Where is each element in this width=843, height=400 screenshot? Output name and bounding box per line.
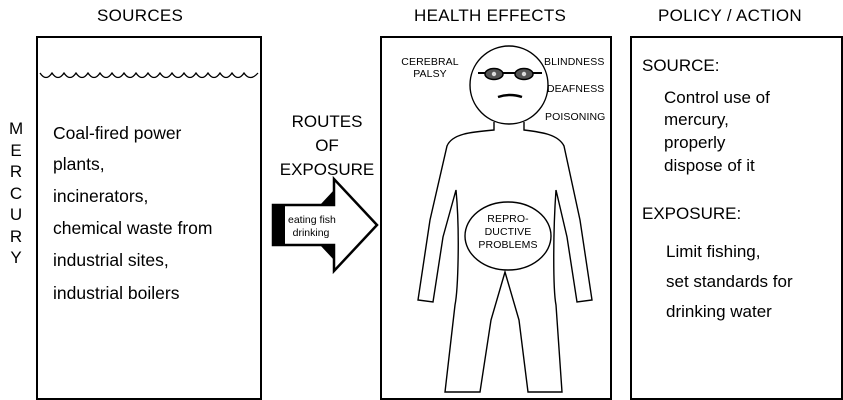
- source-line: industrial sites,: [53, 250, 169, 270]
- arrow-label-drinking: drinking: [292, 227, 330, 239]
- mouth: [497, 93, 523, 99]
- label-poisoning: POISONING: [545, 111, 606, 123]
- mercury-letter: M: [9, 119, 24, 138]
- policy-exposure-line: set standards for: [666, 272, 793, 291]
- policy-source-line: properly: [664, 133, 726, 152]
- policy-header: POLICY / ACTION: [658, 6, 803, 25]
- person-figure: [417, 45, 593, 393]
- label-reproductive-2: DUCTIVE: [484, 226, 532, 238]
- policy-source-line: mercury,: [664, 110, 729, 129]
- source-line: Coal-fired power: [53, 123, 182, 143]
- sources-header: SOURCES: [97, 6, 184, 25]
- routes-title-line: EXPOSURE: [279, 160, 375, 179]
- routes-title-line: OF: [315, 136, 339, 155]
- head-outline: [469, 45, 549, 125]
- label-palsy: PALSY: [413, 68, 447, 80]
- mercury-letter: R: [9, 226, 23, 246]
- policy-exposure-line: drinking water: [666, 302, 772, 321]
- mercury-vertical-label: M E R C U R Y: [9, 118, 23, 269]
- policy-box: [630, 36, 843, 400]
- label-blindness: BLINDNESS: [544, 56, 605, 68]
- body-outline: [417, 122, 593, 393]
- reproductive-ellipse: [464, 201, 552, 271]
- policy-source-title: SOURCE:: [642, 56, 720, 75]
- routes-arrow: [271, 175, 379, 275]
- sources-box: [36, 36, 262, 400]
- policy-source-line: Control use of: [664, 88, 770, 107]
- policy-source-line: dispose of it: [664, 156, 755, 175]
- routes-title-line: ROUTES: [291, 112, 363, 131]
- policy-exposure-line: Limit fishing,: [666, 242, 761, 261]
- label-cerebral: CEREBRAL: [401, 56, 459, 68]
- source-line: chemical waste from: [53, 218, 213, 238]
- mercury-letter: Y: [10, 248, 22, 267]
- water-waves: [39, 71, 259, 79]
- label-reproductive-1: REPRO-: [487, 213, 529, 225]
- mercury-letter: E: [10, 140, 22, 160]
- mercury-letter: U: [9, 205, 23, 224]
- mercury-letter: C: [9, 183, 23, 203]
- policy-exposure-title: EXPOSURE:: [642, 204, 742, 223]
- source-line: industrial boilers: [53, 283, 180, 303]
- arrow-label-eating: eating fish: [288, 214, 336, 226]
- label-reproductive-3: PROBLEMS: [478, 239, 538, 251]
- glasses-icon: [478, 67, 542, 81]
- mercury-letter: R: [9, 162, 23, 181]
- health-effects-header: HEALTH EFFECTS: [414, 6, 567, 25]
- source-line: incinerators,: [53, 186, 149, 206]
- label-deafness: DEAFNESS: [547, 83, 605, 95]
- source-line: plants,: [53, 154, 105, 174]
